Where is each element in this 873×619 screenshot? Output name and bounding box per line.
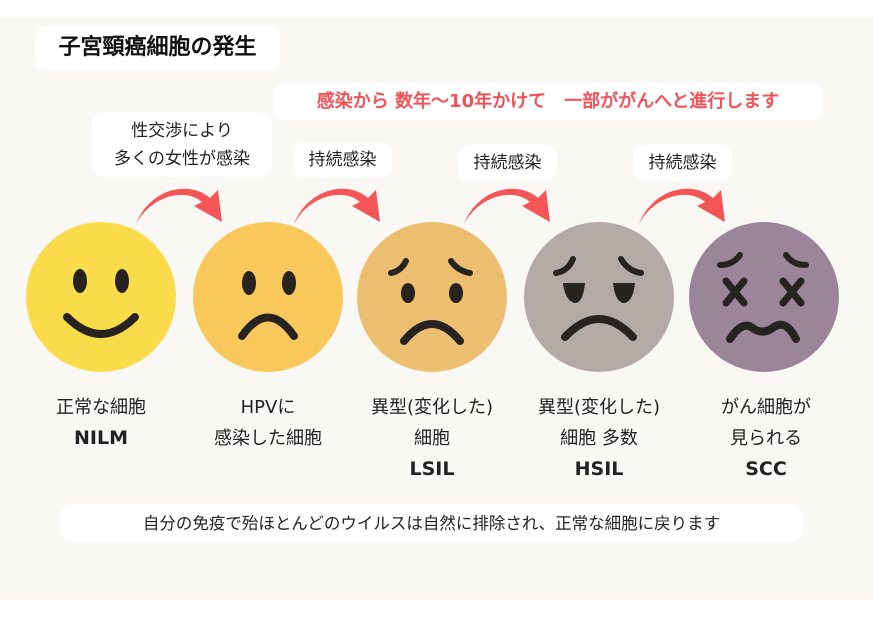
transition-line: 多くの女性が感染 xyxy=(114,149,250,169)
transition-label-1: 性交渉により 多くの女性が感染 xyxy=(92,113,272,177)
stage-desc: 正常な細胞 xyxy=(56,397,146,418)
transition-label-2: 持続感染 xyxy=(293,142,392,178)
progression-banner: 感染から 数年〜10年かけて 一部ががんへと進行します xyxy=(273,83,823,120)
curved-arrow-icon xyxy=(294,188,380,224)
stage-desc: 異型(変化した) xyxy=(370,397,494,418)
transition-line: 性交渉により xyxy=(131,121,233,141)
curved-arrow-icon xyxy=(136,188,222,224)
transition-label-3: 持続感染 xyxy=(458,145,557,181)
stage-desc: HPVに xyxy=(240,397,296,418)
smiling-face-icon xyxy=(26,222,176,372)
curved-arrow-icon xyxy=(464,188,550,224)
stage-label-scc: がん細胞が 見られる SCC xyxy=(681,392,851,485)
immune-note: 自分の免疫で殆ほとんどのウイルスは自然に排除され、正常な細胞に戻ります xyxy=(60,505,803,542)
stage-label-hsil: 異型(変化した) 細胞 多数 HSIL xyxy=(514,392,684,485)
worried-face-icon xyxy=(357,222,507,372)
stage-desc: 見られる xyxy=(730,428,802,449)
stage-code: LSIL xyxy=(409,458,455,480)
stage-label-hpv: HPVに 感染した細胞 xyxy=(183,392,353,454)
stage-desc: 細胞 xyxy=(414,428,450,449)
curved-arrow-icon xyxy=(639,188,725,224)
stage-desc: 感染した細胞 xyxy=(214,428,322,449)
stage-code: NILM xyxy=(74,427,128,449)
sad-face-icon xyxy=(524,222,674,372)
stage-desc: 細胞 多数 xyxy=(560,428,638,449)
page-title: 子宮頸癌細胞の発生 xyxy=(35,26,280,70)
stage-label-lsil: 異型(変化した) 細胞 LSIL xyxy=(347,392,517,485)
transition-label-4: 持続感染 xyxy=(633,145,732,181)
dizzy-face-icon xyxy=(689,222,839,372)
stage-label-nilm: 正常な細胞 NILM xyxy=(16,392,186,454)
stage-desc: がん細胞が xyxy=(721,397,811,418)
stage-code: HSIL xyxy=(574,458,624,480)
stage-code: SCC xyxy=(745,458,787,480)
frowning-face-icon xyxy=(193,222,343,372)
stage-desc: 異型(変化した) xyxy=(537,397,661,418)
